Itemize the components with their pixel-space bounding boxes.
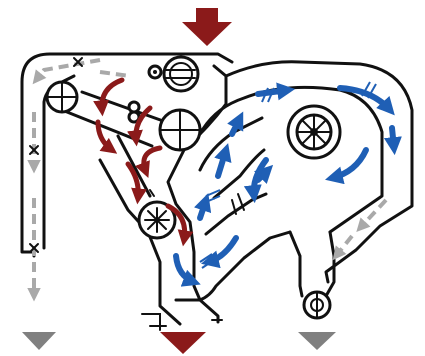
roller-chain-small bbox=[129, 102, 139, 122]
waste-outlet-left-arrow bbox=[22, 332, 56, 350]
feed-inlet-arrow bbox=[182, 8, 232, 46]
feed-outlet-arrow bbox=[160, 332, 206, 354]
roller-bottom-right bbox=[304, 292, 330, 318]
roller-left-upper bbox=[47, 82, 77, 112]
waste-outlet-right-arrow bbox=[298, 332, 336, 350]
fan-drum bbox=[288, 106, 340, 158]
roller-feed-top bbox=[164, 57, 198, 91]
air-circulation-arrows bbox=[176, 88, 394, 282]
roller-middle bbox=[160, 110, 200, 150]
roller-pinch-small bbox=[149, 66, 161, 78]
